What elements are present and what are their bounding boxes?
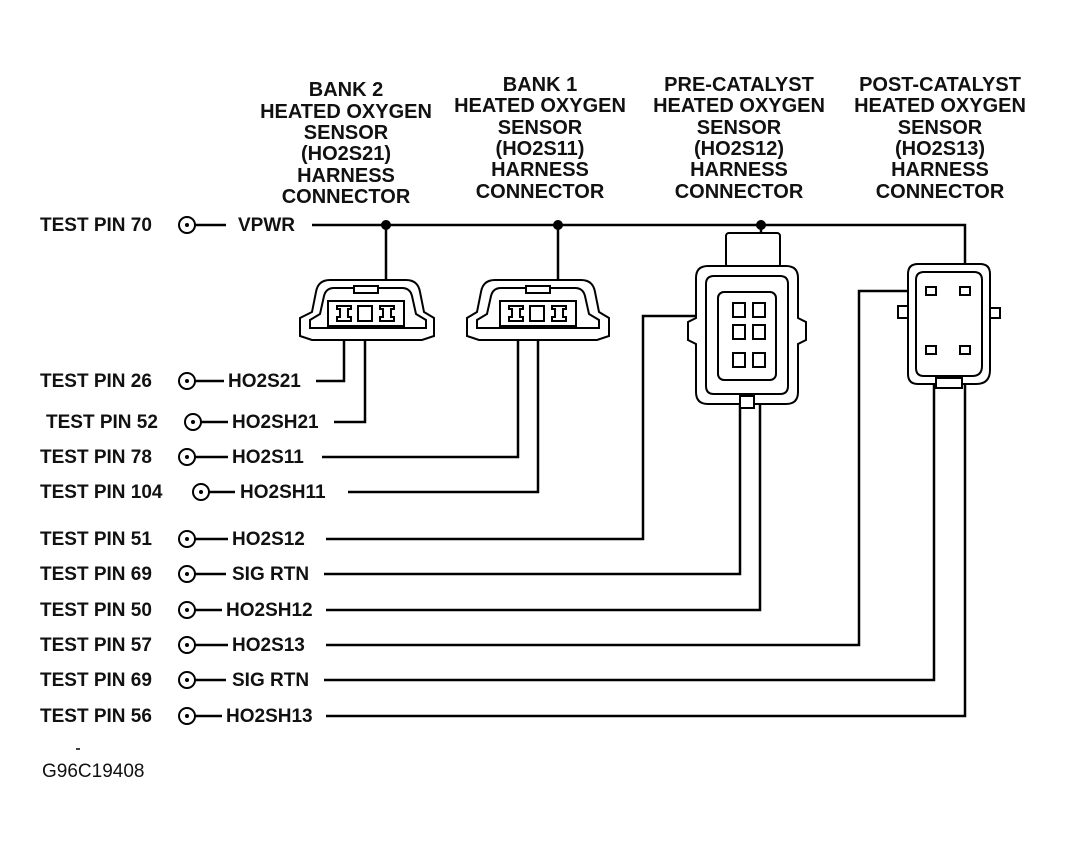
- test-pin-label: TEST PIN 56: [40, 706, 152, 727]
- signal-label: HO2SH21: [232, 412, 319, 433]
- wire-vpwr: [312, 223, 967, 287]
- title-line: BANK 1: [503, 74, 577, 96]
- post-catalyst-connector: [897, 263, 1001, 389]
- test-pin-label: TEST PIN 26: [40, 371, 152, 392]
- terminal-icon: [178, 636, 228, 654]
- title-line: CONNECTOR: [282, 186, 411, 208]
- wire-ho2sh21: [334, 319, 367, 424]
- test-pin-labels: TEST PIN 70 TEST PIN 26 TEST PIN 52 TEST…: [40, 215, 163, 727]
- test-pin-label: TEST PIN 51: [40, 529, 152, 550]
- test-pin-label: TEST PIN 69: [40, 564, 152, 585]
- terminal-icon: [184, 413, 228, 431]
- wire-ho2sh11: [348, 319, 540, 494]
- wire-ho2s13: [326, 289, 930, 647]
- title-line: CONNECTOR: [675, 181, 804, 203]
- terminal-icon: [178, 448, 228, 466]
- signal-label: SIG RTN: [232, 670, 309, 691]
- title-line: HARNESS: [690, 159, 788, 181]
- test-pin-label: TEST PIN 52: [46, 412, 158, 433]
- title-line: BANK 2: [309, 79, 383, 101]
- pre-catalyst-connector: [687, 232, 807, 409]
- splice-dot: [756, 220, 766, 230]
- figure-id: G96C19408: [42, 761, 144, 782]
- title-line: CONNECTOR: [476, 181, 605, 203]
- splice-dot: [381, 220, 391, 230]
- wire-sig-rtn-post: [324, 352, 936, 682]
- signal-label: HO2SH11: [240, 482, 326, 503]
- signal-label: SIG RTN: [232, 564, 309, 585]
- title-line: (HO2S12): [694, 138, 784, 160]
- connector-title-bank1: BANK 1 HEATED OXYGEN SENSOR (HO2S11) HAR…: [454, 74, 626, 203]
- terminal-icon: [178, 707, 222, 725]
- terminal-icon: [178, 601, 222, 619]
- terminal-icon: [178, 671, 226, 689]
- test-pin-terminals: [178, 216, 235, 725]
- terminal-icon: [178, 372, 224, 390]
- title-line: POST-CATALYST: [859, 74, 1021, 96]
- title-line: HARNESS: [297, 165, 395, 187]
- wire-ho2sh12: [326, 366, 762, 612]
- signal-label: HO2S13: [232, 635, 305, 656]
- test-pin-label: TEST PIN 70: [40, 215, 152, 236]
- title-line: SENSOR: [498, 117, 583, 139]
- connector-title-bank2: BANK 2 HEATED OXYGEN SENSOR (HO2S21) HAR…: [260, 79, 432, 208]
- title-line: CONNECTOR: [876, 181, 1005, 203]
- terminal-icon: [178, 216, 226, 234]
- title-line: HEATED OXYGEN: [854, 95, 1026, 117]
- title-line: SENSOR: [304, 122, 389, 144]
- bank1-connector: [466, 279, 610, 341]
- test-pin-label: TEST PIN 104: [40, 482, 163, 503]
- bank2-connector: [299, 279, 435, 341]
- title-line: HEATED OXYGEN: [260, 101, 432, 123]
- test-pin-label: TEST PIN 69: [40, 670, 152, 691]
- connector-title-pre-catalyst: PRE-CATALYST HEATED OXYGEN SENSOR (HO2S1…: [653, 74, 825, 203]
- wire-ho2s12: [326, 314, 737, 541]
- title-line: (HO2S11): [496, 138, 585, 160]
- terminal-icon: [192, 483, 235, 501]
- title-line: SENSOR: [697, 117, 782, 139]
- wire-sig-rtn-pre: [324, 366, 742, 576]
- terminal-icon: [178, 565, 226, 583]
- signal-label: HO2S11: [232, 447, 304, 468]
- signal-label: HO2S12: [232, 529, 305, 550]
- splice-dot: [553, 220, 563, 230]
- test-pin-label: TEST PIN 78: [40, 447, 152, 468]
- signal-label: HO2S21: [228, 371, 301, 392]
- title-line: HEATED OXYGEN: [454, 95, 626, 117]
- terminal-icon: [178, 530, 228, 548]
- title-line: HARNESS: [491, 159, 589, 181]
- signal-labels: VPWR HO2S21 HO2SH21 HO2S11 HO2SH11 HO2S1…: [226, 215, 326, 727]
- test-pin-label: TEST PIN 50: [40, 600, 152, 621]
- title-line: (HO2S21): [301, 143, 391, 165]
- wire-ho2sh13: [326, 352, 967, 718]
- signal-label: HO2SH12: [226, 600, 313, 621]
- title-line: PRE-CATALYST: [664, 74, 814, 96]
- test-pin-label: TEST PIN 57: [40, 635, 152, 656]
- connector-title-post-catalyst: POST-CATALYST HEATED OXYGEN SENSOR (HO2S…: [854, 74, 1026, 203]
- title-line: SENSOR: [898, 117, 983, 139]
- title-line: (HO2S13): [895, 138, 985, 160]
- signal-label: VPWR: [238, 215, 295, 236]
- title-line: HARNESS: [891, 159, 989, 181]
- signal-label: HO2SH13: [226, 706, 313, 727]
- title-line: HEATED OXYGEN: [653, 95, 825, 117]
- wire-ho2s11: [322, 319, 520, 459]
